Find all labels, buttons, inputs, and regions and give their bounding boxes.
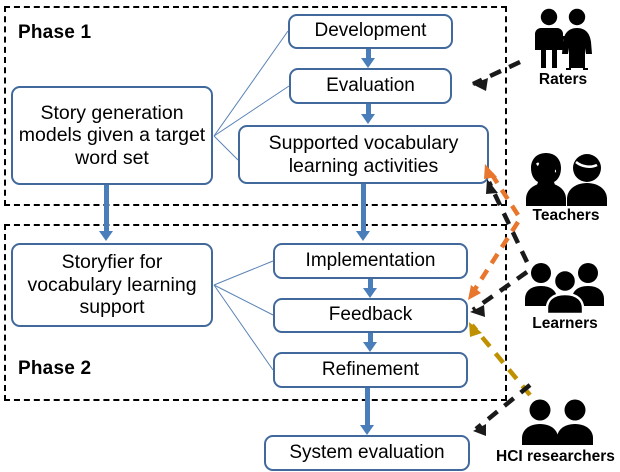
arrow-feedback-to-refinement-head (363, 342, 377, 352)
node-story-generation-models[interactable]: Story generation models given a target w… (11, 86, 213, 185)
two-people-icon (535, 8, 592, 70)
arrow-refinement-to-system-evaluation-head (360, 425, 374, 435)
arrow-supported-to-storyfier (361, 184, 366, 232)
phase-1-frame (4, 6, 507, 206)
stakeholder-hci-researchers-label: HCI researchers (496, 448, 615, 465)
node-implementation[interactable]: Implementation (273, 243, 468, 279)
arrow-feedback-to-refinement (368, 333, 373, 343)
node-refinement[interactable]: Refinement (273, 352, 468, 388)
arrow-refinement-to-system-evaluation (365, 388, 370, 426)
node-storyfier[interactable]: Storyfier for vocabulary learning suppor… (11, 243, 213, 327)
arrow-story-models-to-storyfier (104, 185, 109, 232)
node-supported-vocabulary-activities[interactable]: Supported vocabulary learning activities (238, 125, 489, 184)
arrow-implementation-to-feedback (368, 279, 373, 289)
stakeholder-learners-label: Learners (532, 315, 598, 332)
stakeholder-hci-researchers: HCI researchers (496, 399, 615, 466)
stakeholder-learners: Learners (524, 262, 606, 333)
stakeholder-teachers-label: Teachers (532, 207, 600, 224)
arrow-evaluation-to-supported (366, 104, 371, 115)
arrow-development-to-evaluation-head (361, 58, 375, 68)
node-feedback[interactable]: Feedback (273, 298, 468, 333)
arrow-supported-to-storyfier-head (356, 231, 370, 241)
node-system-evaluation[interactable]: System evaluation (264, 435, 470, 471)
two-teachers-icon (526, 153, 607, 206)
two-researchers-icon (522, 399, 594, 445)
phase-1-label: Phase 1 (18, 22, 92, 43)
arrow-story-models-to-storyfier-head (99, 231, 113, 241)
arrow-implementation-to-feedback-head (363, 288, 377, 298)
three-people-icon (525, 263, 604, 314)
phase-2-frame (4, 224, 507, 401)
stakeholder-teachers: Teachers (524, 151, 608, 225)
arrow-development-to-evaluation (366, 49, 371, 60)
node-development[interactable]: Development (288, 14, 453, 49)
stakeholder-raters-label: Raters (538, 71, 588, 88)
phase-2-label: Phase 2 (18, 358, 92, 379)
stakeholder-raters: Raters (524, 8, 602, 89)
arrow-evaluation-to-supported-head (361, 114, 375, 124)
node-evaluation[interactable]: Evaluation (289, 68, 452, 104)
